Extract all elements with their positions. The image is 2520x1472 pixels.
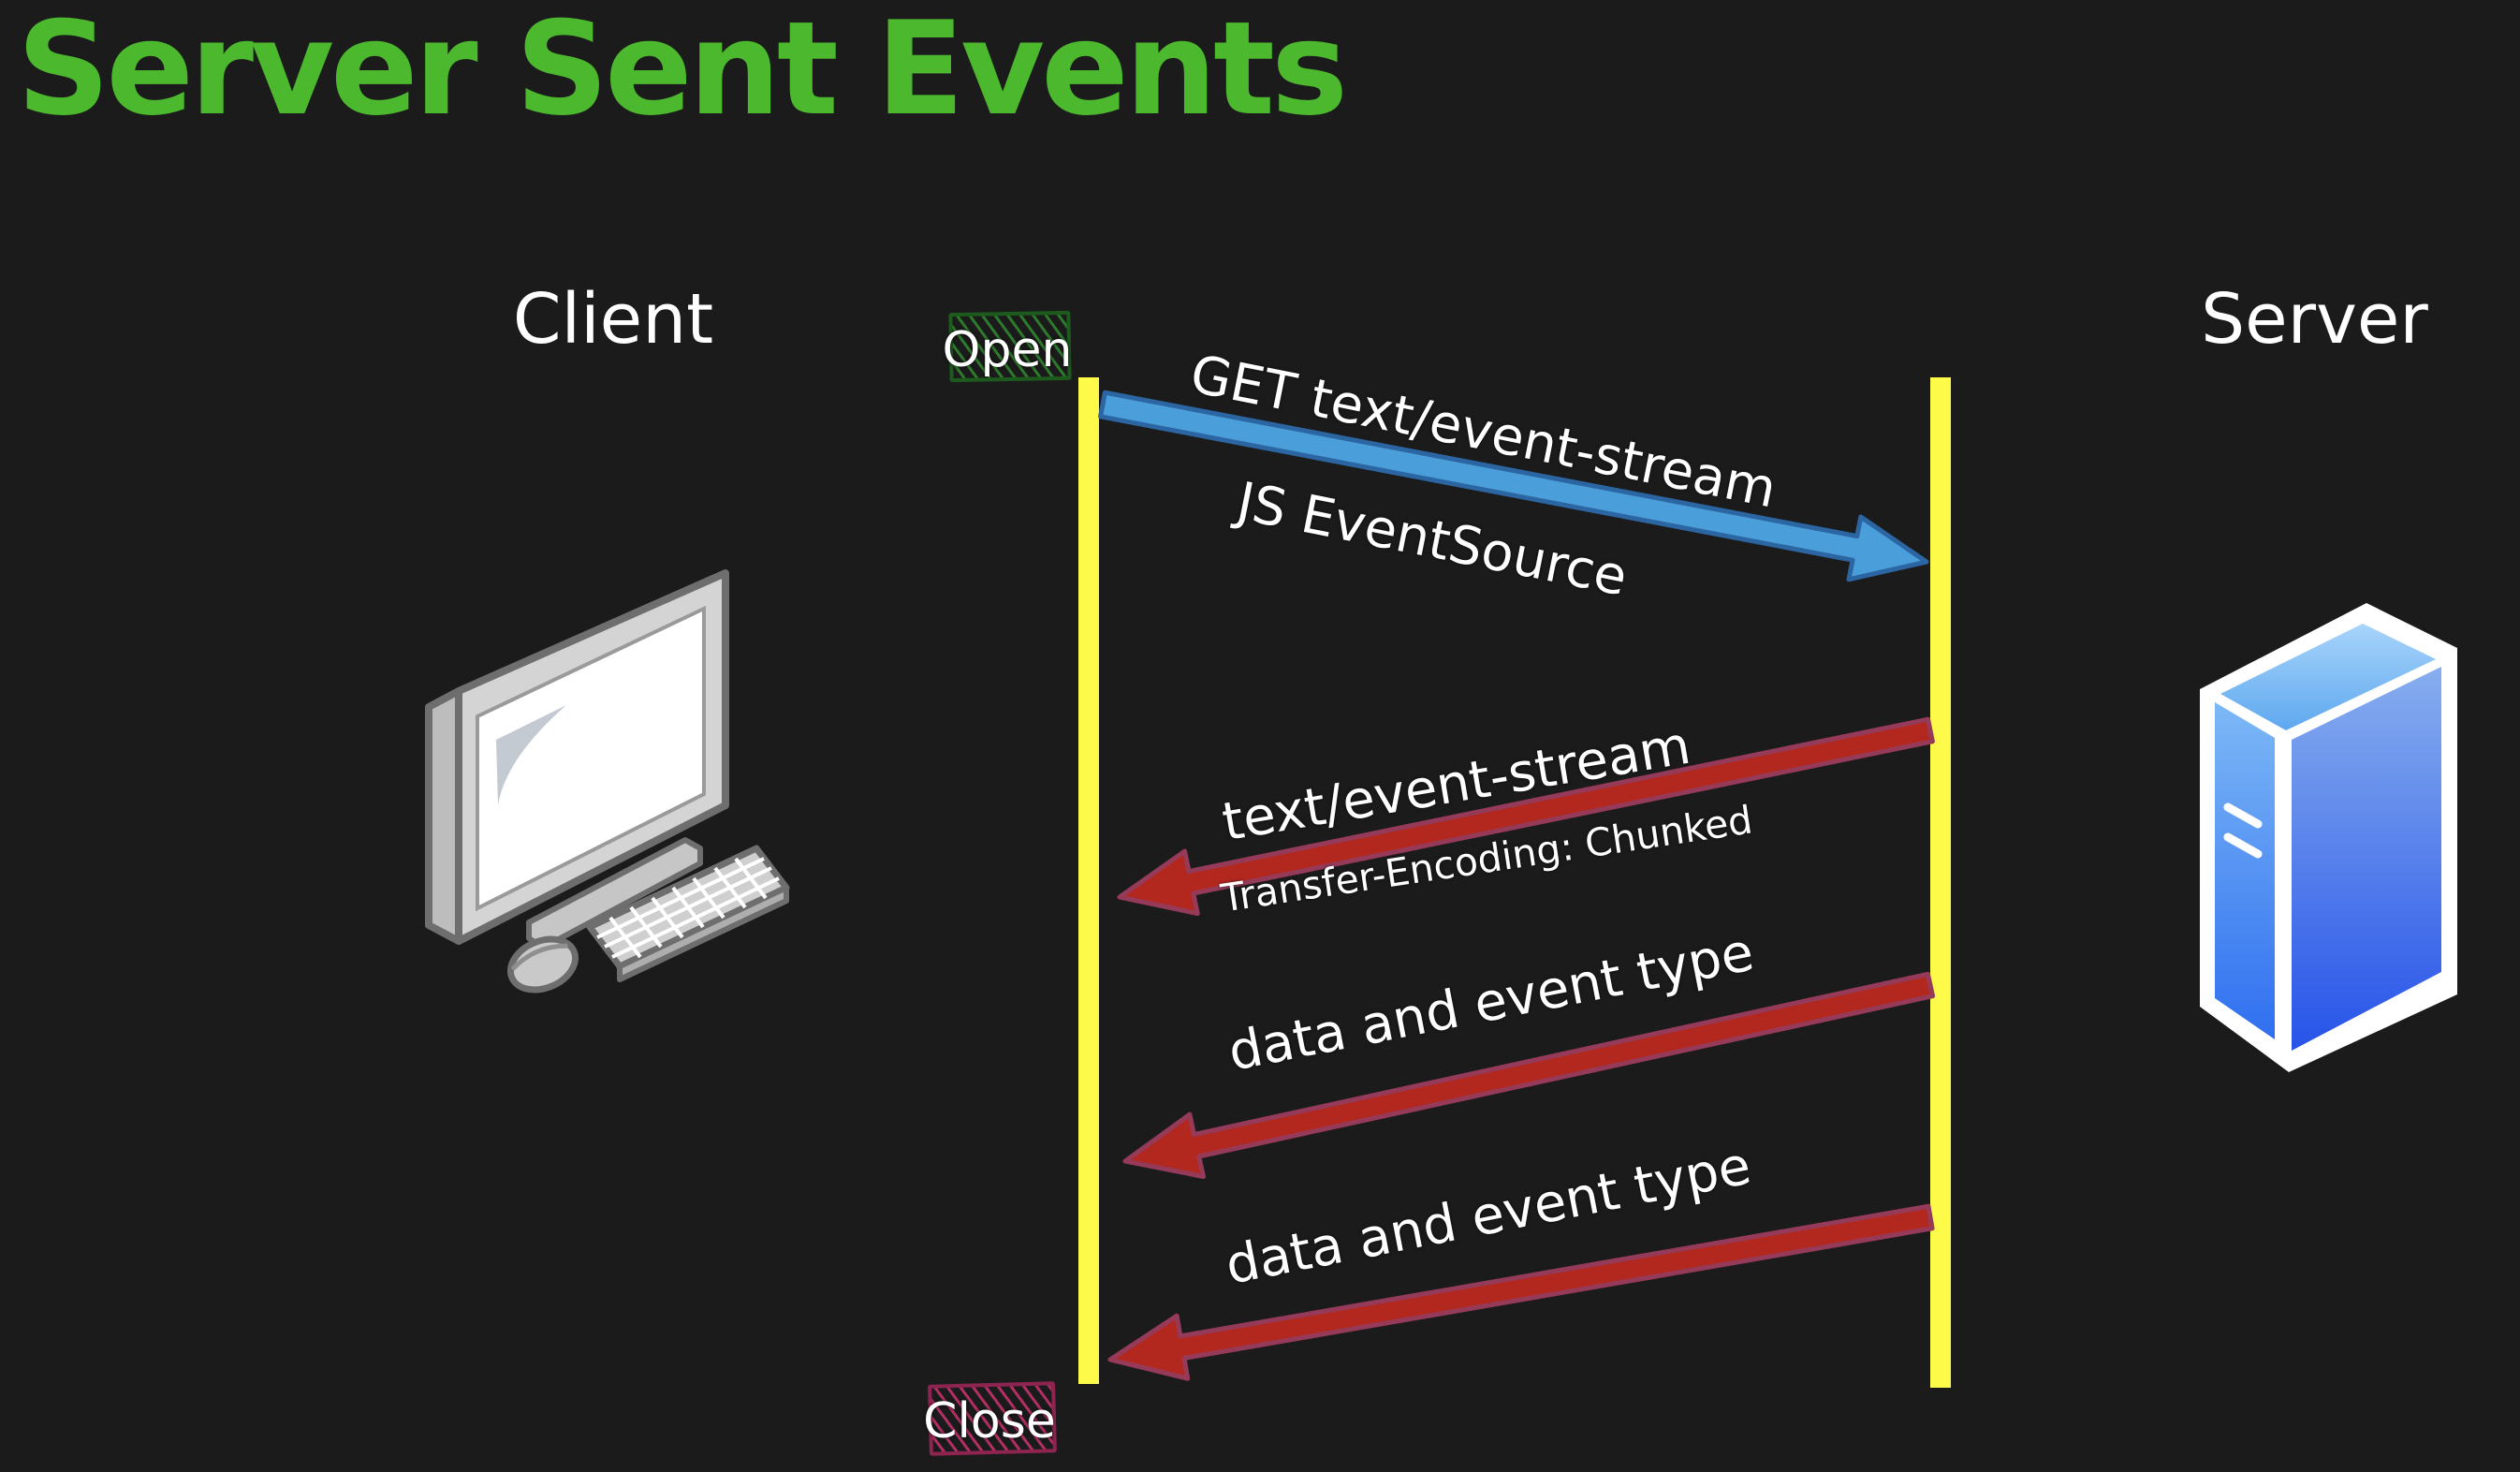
tower-vents	[2223, 802, 2263, 859]
open-label: Open	[942, 322, 1073, 378]
monitor-screen	[476, 605, 706, 912]
client-computer-illustration	[425, 569, 790, 994]
monitor-stand	[526, 837, 703, 950]
server-tower-illustration	[2200, 603, 2457, 1072]
tower-top-face	[2220, 624, 2436, 730]
close-label: Close	[923, 1393, 1056, 1450]
page-title: Server Sent Events	[17, 0, 1348, 144]
request-label-line2: JS EventSource	[1232, 471, 1633, 609]
tower-left-face	[2215, 702, 2275, 1039]
tower-right-face	[2292, 667, 2441, 1051]
client-lifeline	[1078, 377, 1099, 1384]
event-1-label: data and event type	[1223, 921, 1759, 1083]
event-2-label: data and event type	[1221, 1135, 1756, 1297]
keyboard	[586, 845, 790, 982]
server-lifeline	[1930, 377, 1951, 1388]
mouse	[506, 935, 579, 994]
client-actor-label: Client	[512, 279, 714, 360]
monitor	[425, 569, 729, 950]
server-actor-label: Server	[2201, 279, 2428, 360]
screen-glare	[496, 705, 566, 805]
